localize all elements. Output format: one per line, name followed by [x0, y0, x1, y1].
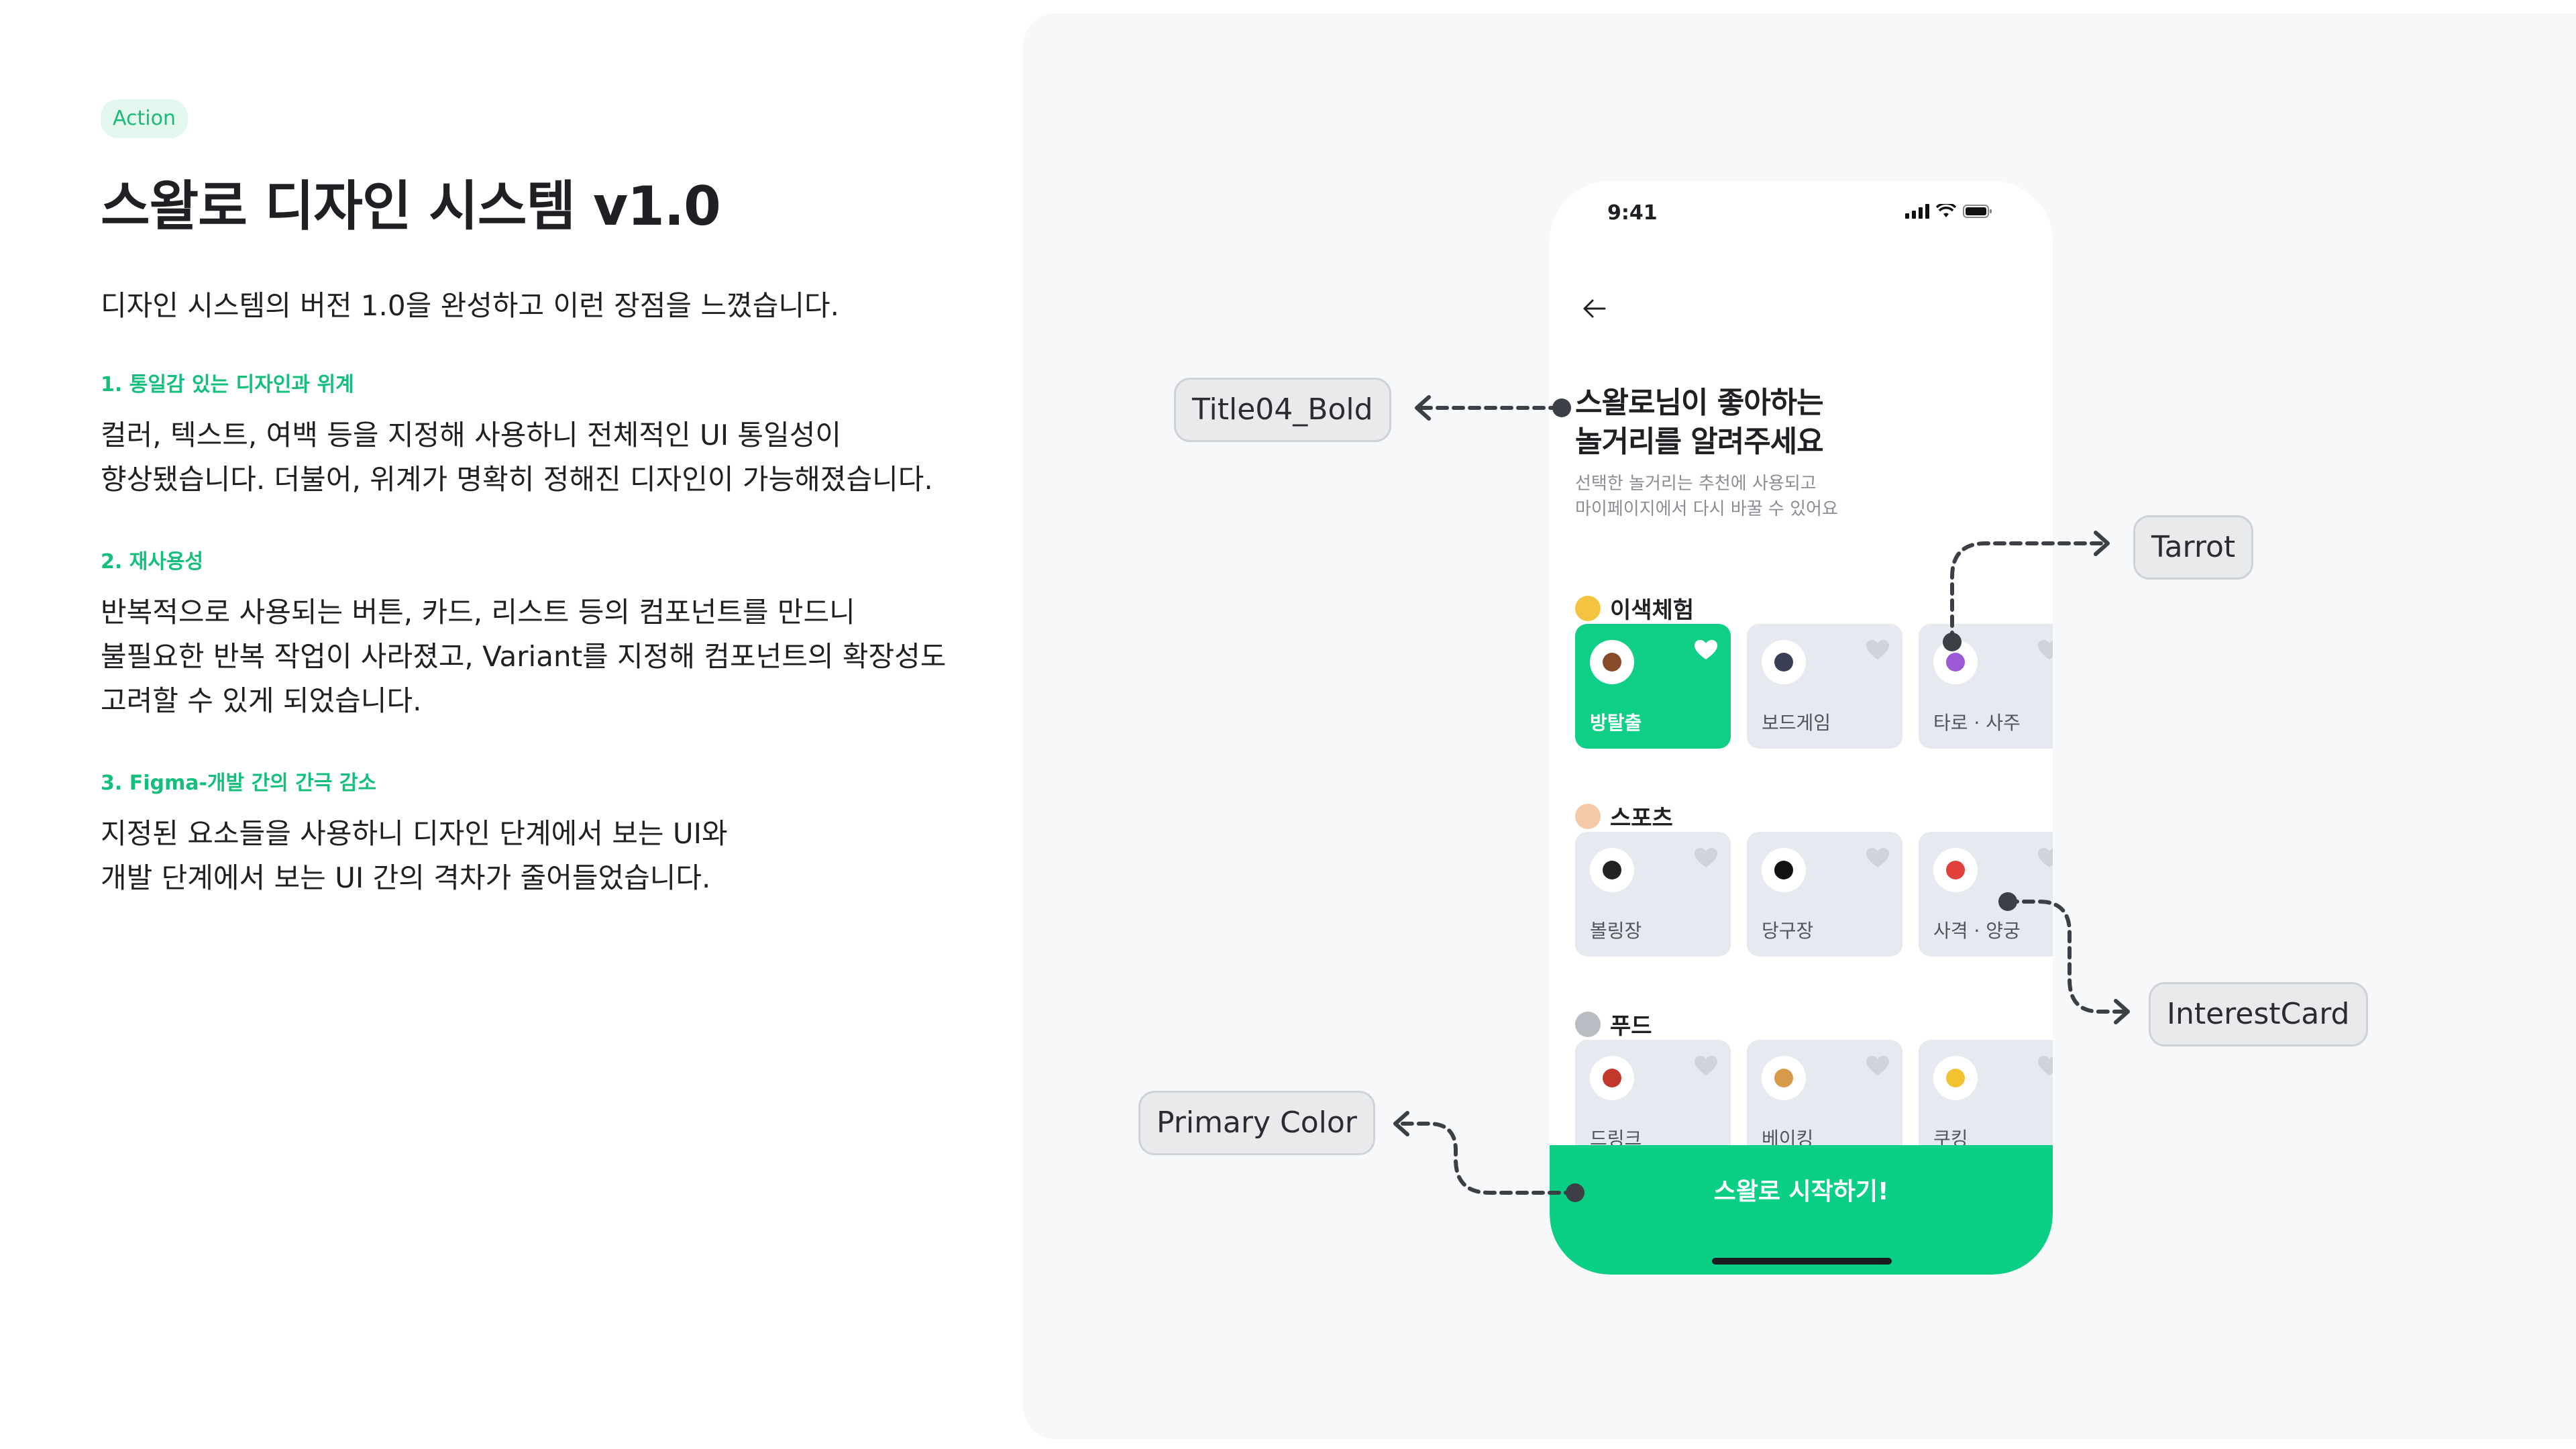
heart-icon[interactable] [1695, 640, 1717, 660]
interest-card[interactable]: 드링크 [1575, 1040, 1731, 1165]
section-body-2: 반복적으로 사용되는 버튼, 카드, 리스트 등의 컴포넌트를 만드니 불필요한… [101, 596, 947, 717]
fork-knife-icon [1575, 1011, 1601, 1037]
interest-glyph-icon [1603, 861, 1621, 879]
interest-icon [1933, 1056, 1978, 1100]
category-title: 이색체험 [1610, 597, 1695, 624]
annotation-tarot: Tarrot [2133, 515, 2254, 580]
wifi-icon [1936, 204, 1956, 217]
section-heading-3: 3. Figma-개발 간의 간극 감소 [101, 771, 377, 795]
heart-icon[interactable] [2038, 1056, 2053, 1076]
heart-icon[interactable] [1866, 1056, 1889, 1076]
interest-glyph-icon [1946, 653, 1965, 672]
heart-icon[interactable] [1866, 640, 1889, 660]
question-subtitle: 선택한 놀거리는 추천에 사용되고 마이페이지에서 다시 바꿀 수 있어요 [1575, 474, 1838, 519]
page-title: 스왈로 디자인 시스템 v1.0 [101, 175, 721, 237]
interest-glyph-icon [1774, 1069, 1793, 1087]
interest-card[interactable]: 보드게임 [1747, 624, 1902, 749]
phone-mockup: 9:41 스왈로님이 좋아하는 놀거리를 알려주세요 선택한 놀거리는 추천에 … [1550, 181, 2053, 1275]
interest-icon [1762, 1056, 1806, 1100]
interest-card[interactable]: 방탈출 [1575, 624, 1731, 749]
interest-card[interactable]: 사격 · 양궁 [1919, 832, 2053, 957]
interest-card[interactable]: 당구장 [1747, 832, 1902, 957]
section-body-3: 지정된 요소들을 사용하니 디자인 단계에서 보는 UI와 개발 단계에서 보는… [101, 817, 728, 894]
interest-glyph-icon [1774, 861, 1793, 879]
interest-card-label: 보드게임 [1762, 712, 1831, 734]
signal-icon [1905, 204, 1929, 219]
home-indicator [1712, 1258, 1892, 1265]
interest-icon [1590, 640, 1634, 684]
interest-card[interactable]: 타로 · 사주 [1919, 624, 2053, 749]
start-button-label: 스왈로 시작하기! [1713, 1178, 1889, 1205]
question-title: 스왈로님이 좋아하는 놀거리를 알려주세요 [1575, 386, 1824, 459]
heart-icon[interactable] [1866, 848, 1889, 868]
interest-icon [1933, 640, 1978, 684]
interest-card-label: 볼링장 [1590, 920, 1642, 942]
flexed-arm-emoji-icon [1575, 803, 1601, 829]
category-title: 스포츠 [1610, 805, 1673, 832]
intro-text: 디자인 시스템의 버전 1.0을 완성하고 이런 장점을 느꼈습니다. [101, 289, 839, 322]
heart-icon[interactable] [2038, 640, 2053, 660]
status-icons [1905, 204, 1992, 219]
heart-icon[interactable] [2038, 848, 2053, 868]
category-header: 이색체험 [1575, 592, 1694, 625]
card-row: 볼링장 당구장 사격 · 양궁 [1575, 832, 2053, 957]
category-header: 푸드 [1575, 1008, 1652, 1040]
interest-glyph-icon [1603, 653, 1621, 672]
interest-icon [1762, 848, 1806, 892]
interest-glyph-icon [1774, 653, 1793, 672]
interest-glyph-icon [1946, 861, 1965, 879]
annotation-primary-color: Primary Color [1138, 1091, 1375, 1155]
interest-icon [1762, 640, 1806, 684]
interest-icon [1590, 848, 1634, 892]
interest-card[interactable]: 볼링장 [1575, 832, 1731, 957]
description-column: Action 스왈로 디자인 시스템 v1.0 디자인 시스템의 버전 1.0을… [101, 99, 973, 900]
back-arrow-icon[interactable] [1580, 295, 1607, 322]
interest-card-label: 방탈출 [1590, 712, 1642, 734]
annotation-interest-card: InterestCard [2149, 982, 2368, 1046]
section-heading-2: 2. 재사용성 [101, 550, 204, 574]
card-row: 방탈출 보드게임 타로 · 사주 [1575, 624, 2053, 749]
action-tag: Action [101, 99, 188, 138]
heart-icon[interactable] [1695, 1056, 1717, 1076]
heart-icon[interactable] [1695, 848, 1717, 868]
start-button[interactable]: 스왈로 시작하기! [1550, 1145, 2053, 1275]
battery-icon [1963, 205, 1992, 218]
interest-icon [1933, 848, 1978, 892]
section-body-1: 컬러, 텍스트, 여백 등을 지정해 사용하니 전체적인 UI 통일성이 향상됐… [101, 419, 933, 496]
category-title: 푸드 [1610, 1013, 1652, 1040]
section-heading-1: 1. 통일감 있는 디자인과 위계 [101, 373, 354, 396]
status-time: 9:41 [1607, 201, 1658, 225]
category-header: 스포츠 [1575, 800, 1673, 833]
interest-icon [1590, 1056, 1634, 1100]
interest-glyph-icon [1603, 1069, 1621, 1087]
interest-glyph-icon [1946, 1069, 1965, 1087]
interest-card-label: 당구장 [1762, 920, 1814, 942]
annotation-title-style: Title04_Bold [1174, 378, 1391, 442]
interest-card-label: 사격 · 양궁 [1933, 920, 2021, 942]
interest-card-label: 타로 · 사주 [1933, 712, 2021, 734]
sunglasses-emoji-icon [1575, 595, 1601, 621]
